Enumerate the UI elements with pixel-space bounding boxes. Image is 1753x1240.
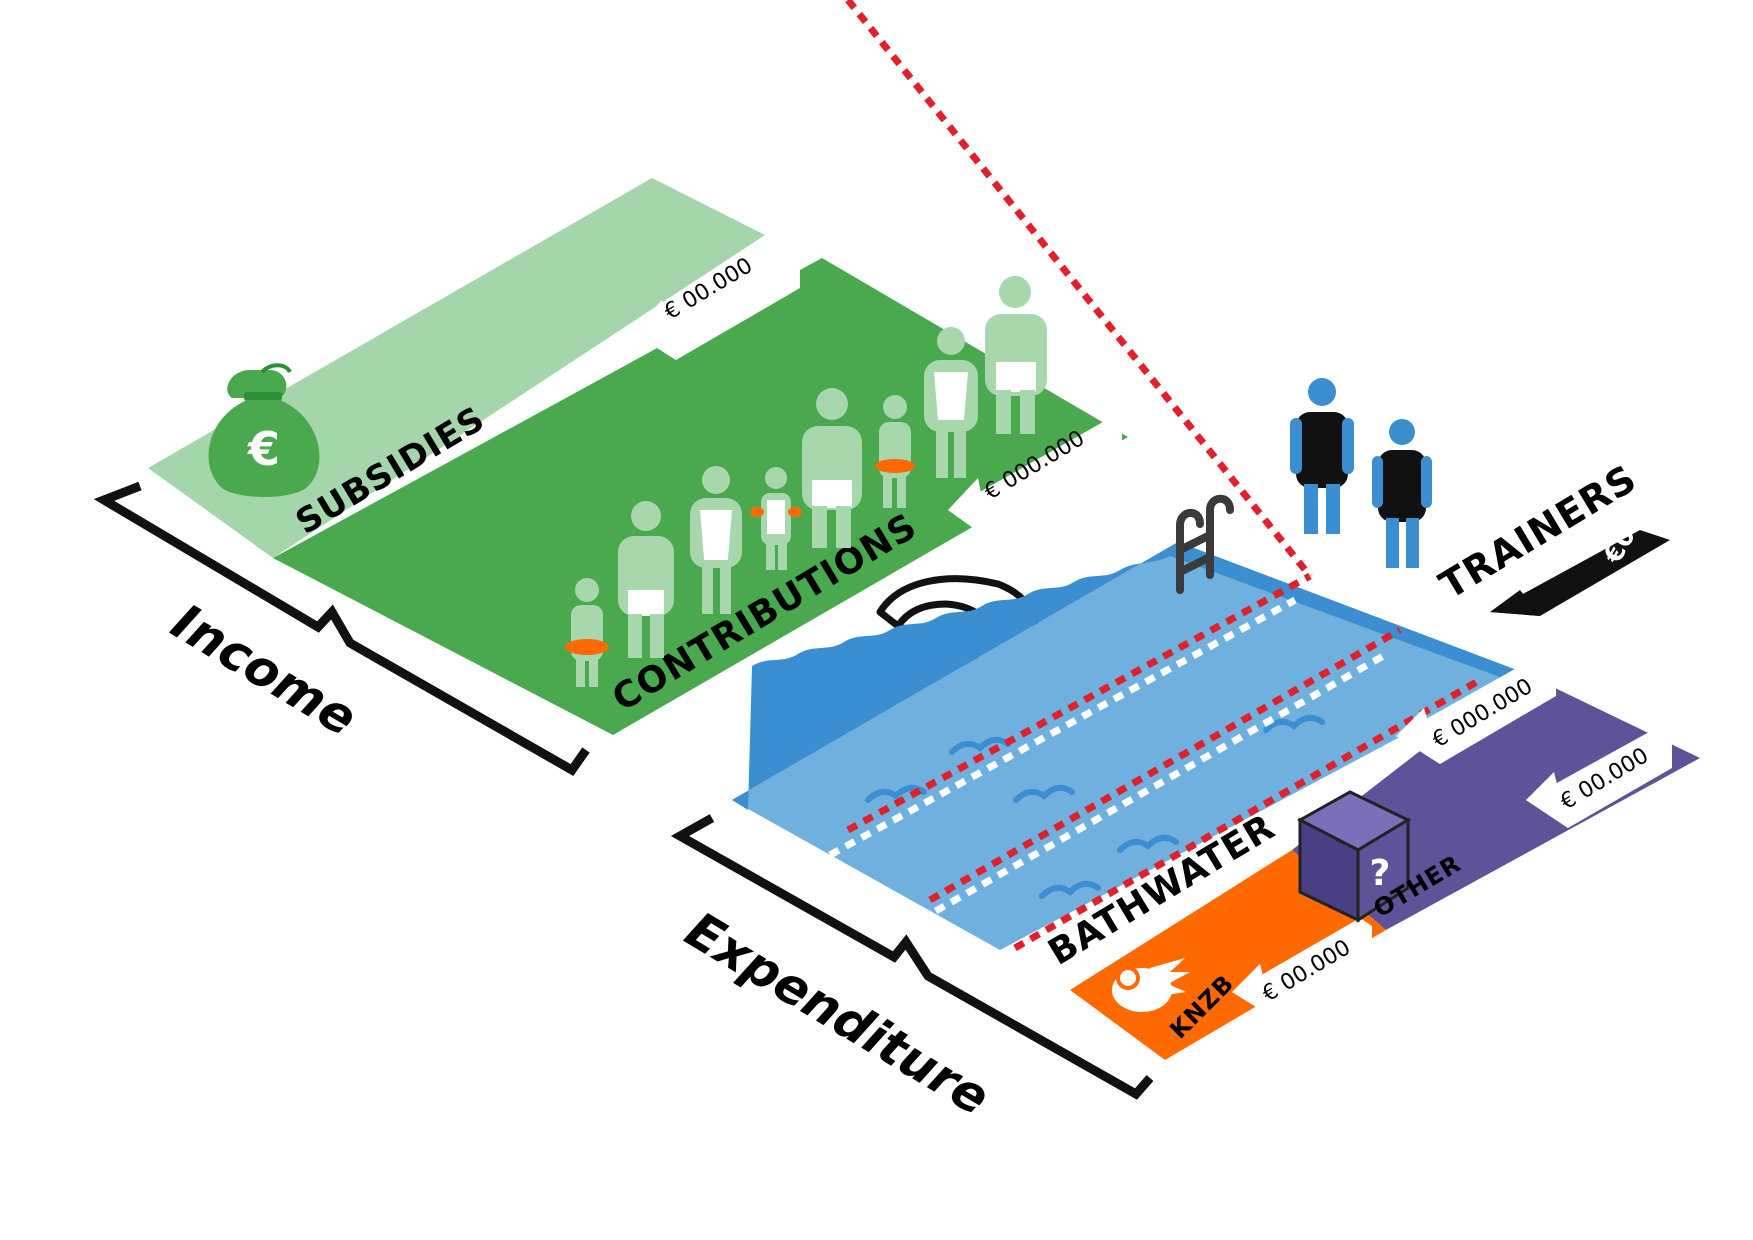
trainers-group: TRAINERS €0 [1290, 378, 1670, 616]
expenditure-bracket [670, 814, 1154, 1100]
mystery-box-question: ? [1370, 853, 1391, 894]
mystery-box-icon: ? [1296, 790, 1412, 923]
person-woman [924, 327, 978, 478]
trainer-figure [1290, 378, 1354, 534]
person-man [985, 276, 1047, 434]
pool-edge-top [732, 542, 1522, 810]
lane-rope [846, 572, 1312, 834]
income-bracket [93, 481, 590, 776]
lion-logo-icon [1112, 958, 1190, 1012]
money-bag-euro: € [247, 422, 280, 476]
pool-waves [865, 714, 1325, 899]
trainer-figure [1372, 419, 1432, 568]
expenditure-label: Expenditure [676, 901, 1000, 1127]
contributions-tile [273, 258, 1128, 735]
person-child [565, 578, 609, 687]
person-woman [690, 466, 742, 614]
contributors-crowd [565, 276, 1047, 687]
lane-rope [845, 0, 1313, 579]
lane-ropes [828, 0, 1482, 952]
money-bag-icon: € [208, 363, 320, 497]
person-man [802, 388, 862, 548]
person-child [750, 467, 802, 570]
person-man [618, 501, 674, 658]
pool-ladder-icon [1176, 494, 1234, 594]
person-child [875, 395, 915, 508]
income-section: € 00.000 € 000.000 € SUBSIDIES CONTRIBUT… [93, 178, 1128, 776]
bathwater-pool [732, 542, 1522, 950]
